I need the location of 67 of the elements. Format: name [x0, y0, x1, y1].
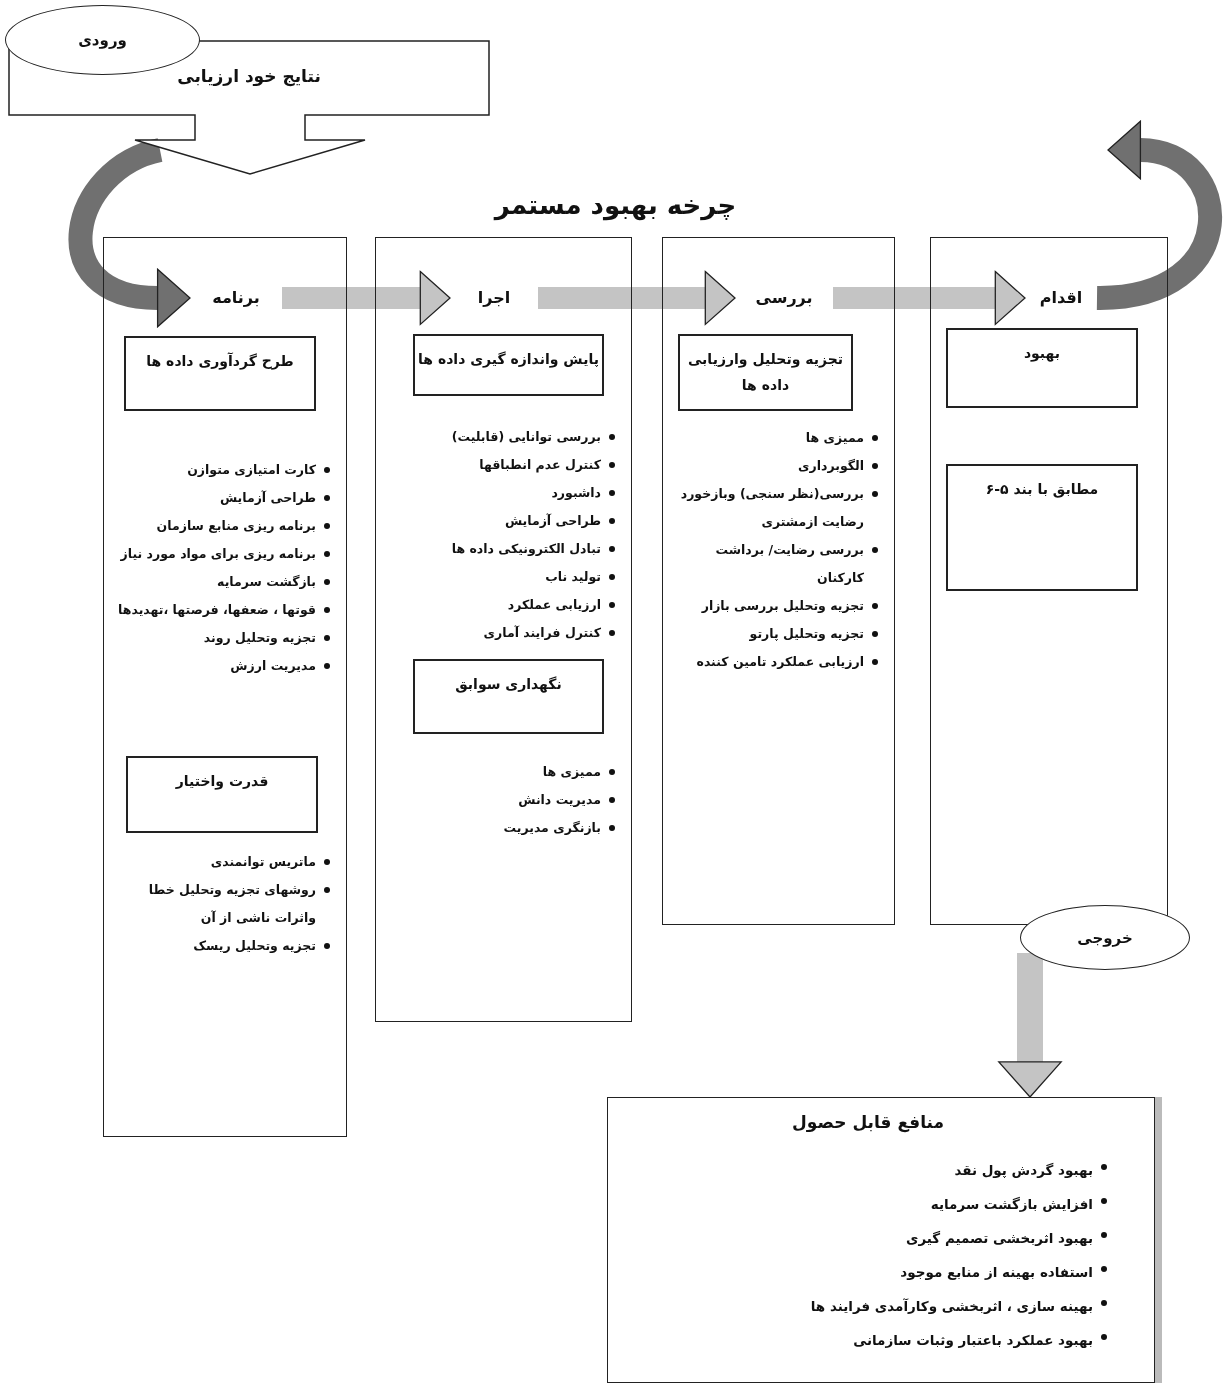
bullet-text: تجزیه وتحلیل بررسی بازار — [701, 598, 864, 613]
section-box — [124, 336, 316, 411]
bullet-text: الگوبرداری — [798, 458, 864, 473]
bullet-text: مدیریت ارزش — [230, 658, 316, 673]
bullet-text: تبادل الکترونیکی داده ها — [451, 541, 601, 556]
bullet-text: افزایش بازگشت سرمایه — [930, 1196, 1093, 1212]
ellipse-label: خروجی — [1077, 928, 1133, 947]
panel-title: منافع قابل حصول — [792, 1112, 944, 1132]
bullet-text: تجزیه وتحلیل پارتو — [749, 626, 864, 641]
phase-label: بررسی — [739, 283, 829, 313]
input-arrow-box — [8, 40, 490, 175]
bullet-text: بازنگری مدیریت — [503, 820, 601, 835]
bullet-text: بهبود گردش پول نقد — [954, 1162, 1093, 1178]
section-title: بهبود — [1023, 345, 1061, 361]
bullet-text: بررسی رضایت/ برداشت کارکنان — [715, 542, 864, 585]
bullet-text: روشهای تجزیه وتحلیل خطا واثرات ناشی از آن — [148, 882, 316, 925]
diagram-title: چرخه بهبود مستمر — [492, 190, 738, 220]
bullet-text: تجزیه وتحلیل ریسک — [193, 938, 316, 953]
section-title: مطابق با بند ۵-۶ — [985, 481, 1099, 497]
bullet-text: بررسی(نظر سنجی) وبازخورد رضایت ازمشتری — [680, 486, 864, 529]
section-title: قدرت واختیار — [175, 773, 269, 789]
block-arrow — [538, 270, 736, 326]
section-box — [126, 756, 318, 833]
bullet-text: تجزیه وتحلیل روند — [203, 630, 316, 645]
section-box — [946, 328, 1138, 408]
bullet-text: کنترل فرایند آماری — [483, 625, 601, 640]
bullet-text: مدیریت دانش — [518, 792, 601, 807]
section-title: تجزیه وتحلیل وارزیابی داده ها — [687, 351, 844, 393]
block-arrow — [998, 953, 1062, 1098]
bullet-text: کارت امتیازی متوازن — [187, 462, 316, 477]
bullet-text: طراحی آزمایش — [219, 490, 316, 505]
box-title: نتایج خود ارزیابی — [176, 66, 322, 86]
bullet-text: طراحی آزمایش — [504, 513, 601, 528]
section-title: طرح گردآوری داده ها — [146, 353, 294, 369]
section-box — [413, 334, 604, 396]
phase-column — [662, 237, 895, 925]
bullet-text: بازگشت سرمایه — [217, 574, 316, 589]
bullet-text: کنترل عدم انطباقها — [479, 457, 601, 472]
bullet-text: تولید ناب — [545, 569, 601, 584]
phase-label: برنامه — [194, 283, 278, 313]
bullet-text: ماتریس توانمندی — [210, 854, 316, 869]
ellipse-label: ورودی — [78, 31, 127, 49]
section-box — [678, 334, 853, 411]
bullet-text: استفاده بهینه از منابع موجود — [900, 1264, 1093, 1280]
phase-column — [375, 237, 632, 1022]
phase-column — [930, 237, 1168, 925]
bullet-text: برنامه ریزی برای مواد مورد نیاز — [120, 546, 316, 561]
section-box — [413, 659, 604, 734]
block-arrow — [282, 270, 451, 326]
bullet-text: ارزیابی عملکرد تامین کننده — [696, 654, 864, 669]
bullet-text: بهبود اثربخشی تصمیم گیری — [906, 1230, 1093, 1246]
bullet-text: بررسی توانایی (قابلیت) — [451, 429, 601, 444]
bullet-text: ممیزی ها — [542, 764, 601, 779]
section-title: نگهداری سوابق — [455, 676, 562, 692]
bullet-text: داشبورد — [551, 485, 601, 500]
phase-label: اقدام — [1029, 283, 1093, 313]
bullet-text: بهینه سازی ، اثربخشی وکارآمدی فرایند ها — [810, 1298, 1093, 1314]
phase-label: اجرا — [454, 283, 534, 313]
bullet-text: ممیزی ها — [805, 430, 864, 445]
block-arrow — [833, 270, 1026, 326]
bullet-text: بهبود عملکرد باعتبار وثبات سازمانی — [853, 1332, 1093, 1348]
bullet-text: برنامه ریزی منابع سازمان — [156, 518, 316, 533]
bullet-text: قوتها ، ضعفها، فرصتها ،تهدیدها — [118, 602, 316, 617]
bullet-text: ارزیابی عملکرد — [507, 597, 601, 612]
section-title: پایش واندازه گیری داده ها — [418, 351, 599, 367]
section-box — [946, 464, 1138, 591]
phase-column — [103, 237, 347, 1137]
